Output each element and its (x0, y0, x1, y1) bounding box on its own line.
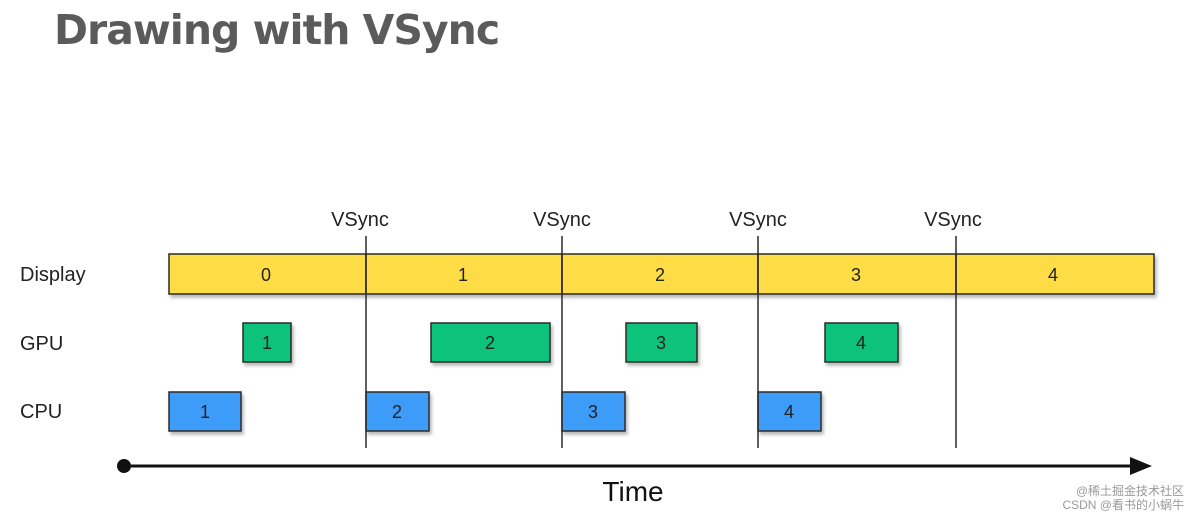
gpu-block-label: 3 (656, 333, 666, 353)
watermark-line-1: @稀土掘金技术社区 (1075, 484, 1184, 498)
display-frame-label: 4 (1048, 265, 1058, 285)
display-frame-4 (955, 253, 1155, 295)
display-frame-0 (168, 253, 367, 295)
display-frame-label: 1 (458, 265, 468, 285)
vsync-label: VSync (729, 209, 787, 231)
page-title: Drawing with VSync (54, 6, 500, 54)
lane-label-cpu: CPU (20, 401, 62, 423)
gpu-lane (242, 322, 899, 363)
display-frame-label: 2 (655, 265, 665, 285)
display-frame-2 (561, 253, 759, 295)
cpu-block-1 (168, 391, 242, 432)
cpu-block-3 (561, 391, 626, 432)
cpu-block-label: 2 (392, 402, 402, 422)
display-frame-label: 3 (851, 265, 861, 285)
display-frame-3 (757, 253, 957, 295)
watermark: @稀土掘金技术社区 CSDN @看书的小蜗牛 (1062, 484, 1184, 512)
lane-label-gpu: GPU (20, 333, 63, 355)
vsync-label: VSync (924, 209, 982, 231)
display-frame-1 (365, 253, 563, 295)
gpu-block-label: 1 (262, 333, 272, 353)
time-axis-arrowhead (1130, 457, 1152, 475)
display-lane (168, 253, 1155, 295)
watermark-line-2: CSDN @看书的小蜗牛 (1062, 498, 1184, 512)
gpu-block-2 (430, 322, 551, 363)
gpu-block-1 (242, 322, 292, 363)
lane-label-display: Display (20, 264, 86, 286)
time-axis-label: Time (602, 476, 663, 507)
gpu-block-label: 2 (485, 333, 495, 353)
gpu-block-4 (824, 322, 899, 363)
cpu-block-label: 4 (784, 402, 794, 422)
gpu-block-label: 4 (856, 333, 866, 353)
cpu-block-label: 3 (588, 402, 598, 422)
gpu-block-3 (625, 322, 698, 363)
cpu-lane (168, 391, 822, 432)
cpu-block-label: 1 (200, 402, 210, 422)
display-frame-label: 0 (261, 265, 271, 285)
vsync-label: VSync (533, 209, 591, 231)
vsync-label: VSync (331, 209, 389, 231)
